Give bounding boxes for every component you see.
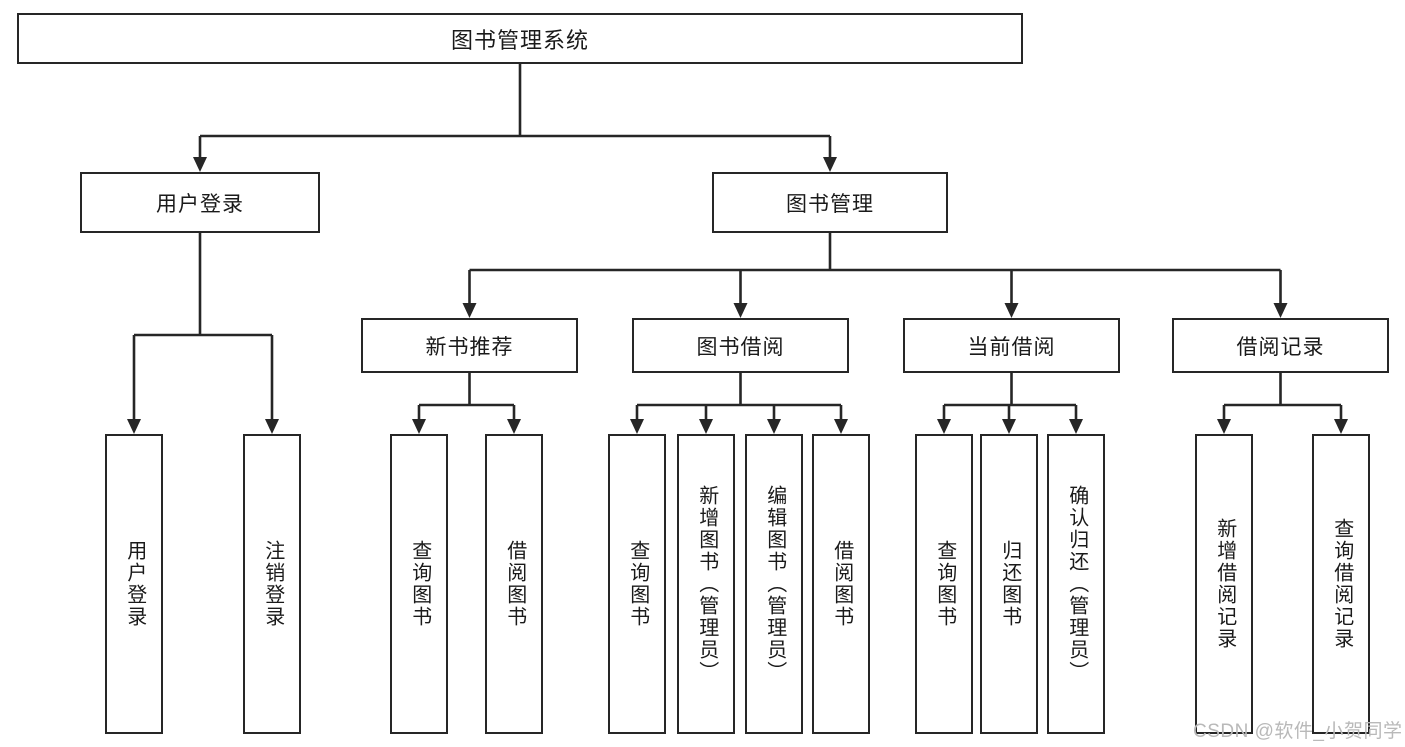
edge-book-borrow-leaf-query-book-2-head bbox=[630, 419, 644, 434]
node-label: 新书推荐 bbox=[425, 335, 514, 359]
node-borrow-record[interactable]: 借阅记录 bbox=[1172, 318, 1389, 373]
edge-book-borrow-leaf-borrow-book-2-head bbox=[834, 419, 848, 434]
node-label: 借阅图书 bbox=[830, 540, 853, 628]
edge-current-borrow-leaf-return-book-head bbox=[1002, 419, 1016, 434]
node-label: 用户登录 bbox=[156, 192, 244, 216]
leaf-leaf-confirm-return-admin[interactable]: 确认归还（管理员） bbox=[1047, 434, 1105, 734]
edge-new-book-rec-leaf-query-book-1-head bbox=[412, 419, 426, 434]
leaf-leaf-add-borrow-record[interactable]: 新增借阅记录 bbox=[1195, 434, 1253, 734]
leaf-leaf-query-book-3[interactable]: 查询图书 bbox=[915, 434, 973, 734]
node-label: 图书管理 bbox=[786, 192, 874, 216]
edge-user-login-leaf-user-login-head bbox=[127, 419, 141, 434]
node-label: 归还图书 bbox=[998, 540, 1021, 628]
node-new-book-rec[interactable]: 新书推荐 bbox=[361, 318, 578, 373]
edge-borrow-record-leaf-query-borrow-record-head bbox=[1334, 419, 1348, 434]
leaf-leaf-query-book-1[interactable]: 查询图书 bbox=[390, 434, 448, 734]
node-label: 借阅记录 bbox=[1236, 335, 1325, 359]
leaf-leaf-query-borrow-record[interactable]: 查询借阅记录 bbox=[1312, 434, 1370, 734]
node-root[interactable]: 图书管理系统 bbox=[17, 13, 1023, 64]
node-label: 用户登录 bbox=[123, 540, 146, 628]
edge-book-borrow-leaf-edit-book-admin-head bbox=[767, 419, 781, 434]
edge-current-borrow-leaf-confirm-return-admin-head bbox=[1069, 419, 1083, 434]
leaf-leaf-edit-book-admin[interactable]: 编辑图书（管理员） bbox=[745, 434, 803, 734]
node-label: 查询图书 bbox=[933, 540, 956, 628]
node-label: 新增图书（管理员） bbox=[695, 485, 718, 683]
edge-book-manage-book-borrow-head bbox=[733, 303, 748, 318]
leaf-leaf-user-login[interactable]: 用户登录 bbox=[105, 434, 163, 734]
edge-root-user-login-head bbox=[193, 157, 207, 172]
node-label: 查询借阅记录 bbox=[1330, 518, 1353, 650]
leaf-leaf-borrow-book-2[interactable]: 借阅图书 bbox=[812, 434, 870, 734]
watermark-text: CSDN @软件_小贺同学 bbox=[1193, 721, 1403, 742]
node-label: 新增借阅记录 bbox=[1213, 518, 1236, 650]
leaf-leaf-return-book[interactable]: 归还图书 bbox=[980, 434, 1038, 734]
node-label: 编辑图书（管理员） bbox=[763, 485, 786, 683]
node-book-borrow[interactable]: 图书借阅 bbox=[632, 318, 849, 373]
node-label: 查询图书 bbox=[408, 540, 431, 628]
edge-book-manage-borrow-record-head bbox=[1273, 303, 1288, 318]
node-label: 查询图书 bbox=[626, 540, 649, 628]
leaf-leaf-user-logout[interactable]: 注销登录 bbox=[243, 434, 301, 734]
node-current-borrow[interactable]: 当前借阅 bbox=[903, 318, 1120, 373]
leaf-leaf-query-book-2[interactable]: 查询图书 bbox=[608, 434, 666, 734]
edge-book-manage-current-borrow-head bbox=[1004, 303, 1019, 318]
leaf-leaf-add-book-admin[interactable]: 新增图书（管理员） bbox=[677, 434, 735, 734]
node-label: 注销登录 bbox=[261, 540, 284, 628]
node-label: 图书管理系统 bbox=[450, 27, 589, 53]
edge-new-book-rec-leaf-borrow-book-1-head bbox=[507, 419, 521, 434]
node-label: 借阅图书 bbox=[503, 540, 526, 628]
node-label: 图书借阅 bbox=[696, 335, 785, 359]
node-book-manage[interactable]: 图书管理 bbox=[712, 172, 948, 233]
edge-book-borrow-leaf-add-book-admin-head bbox=[699, 419, 713, 434]
node-label: 确认归还（管理员） bbox=[1065, 485, 1088, 683]
edge-root-book-manage-head bbox=[823, 157, 837, 172]
edge-book-manage-new-book-rec-head bbox=[462, 303, 477, 318]
node-user-login[interactable]: 用户登录 bbox=[80, 172, 320, 233]
edge-user-login-leaf-user-logout-head bbox=[265, 419, 279, 434]
edge-current-borrow-leaf-query-book-3-head bbox=[937, 419, 951, 434]
leaf-leaf-borrow-book-1[interactable]: 借阅图书 bbox=[485, 434, 543, 734]
edge-borrow-record-leaf-add-borrow-record-head bbox=[1217, 419, 1231, 434]
node-label: 当前借阅 bbox=[967, 335, 1056, 359]
